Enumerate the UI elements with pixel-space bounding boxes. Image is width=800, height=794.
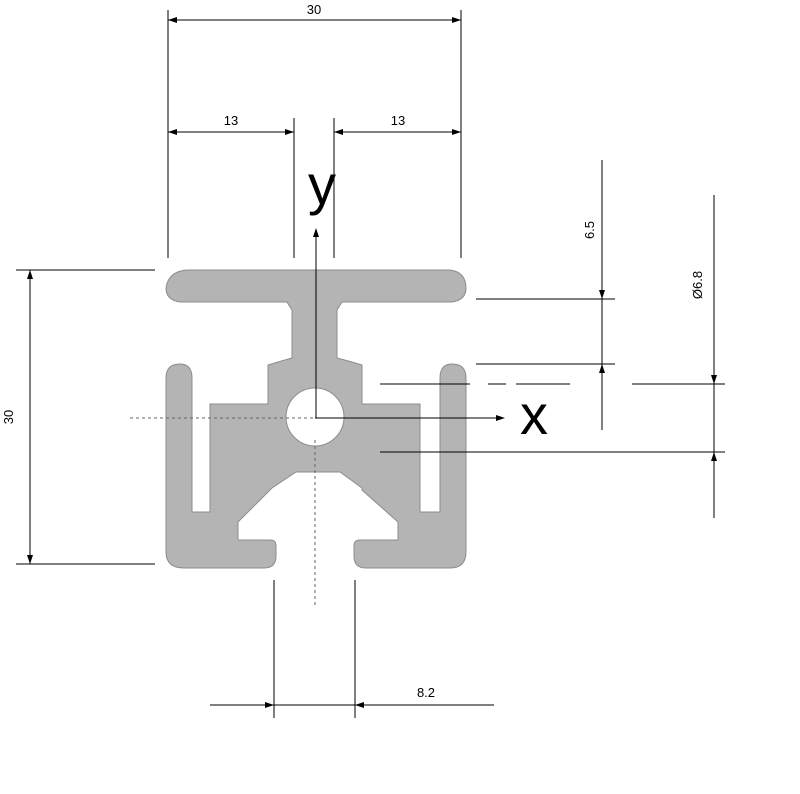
dimension-bore-diameter-value: Ø6.8: [690, 271, 705, 299]
dimension-overall-height: 30: [1, 270, 33, 564]
dimension-overall-height-value: 30: [1, 410, 16, 424]
axes: y x: [308, 153, 548, 446]
dimension-slot-width-value: 8.2: [417, 685, 435, 700]
x-axis-label: x: [520, 383, 548, 446]
y-axis-label: y: [308, 153, 336, 216]
dimension-right-segment-value: 13: [391, 113, 405, 128]
center-bore: [285, 387, 345, 447]
dimension-slot-offset: 6.5: [582, 160, 605, 430]
dimension-right-segment: 13: [334, 113, 461, 135]
dimension-left-segment-value: 13: [224, 113, 238, 128]
dimension-overall-width-value: 30: [307, 2, 321, 17]
dimension-slot-offset-value: 6.5: [582, 221, 597, 239]
dimension-slot-width: 8.2: [210, 685, 494, 708]
y-axis-arrow: [313, 228, 319, 237]
extension-lines: [16, 10, 725, 718]
dimension-overall-width: 30: [168, 2, 461, 23]
profile-section: [165, 269, 467, 569]
x-axis-arrow: [496, 415, 505, 421]
dimension-left-segment: 13: [168, 113, 294, 135]
dimension-bore-diameter: Ø6.8: [690, 195, 717, 518]
